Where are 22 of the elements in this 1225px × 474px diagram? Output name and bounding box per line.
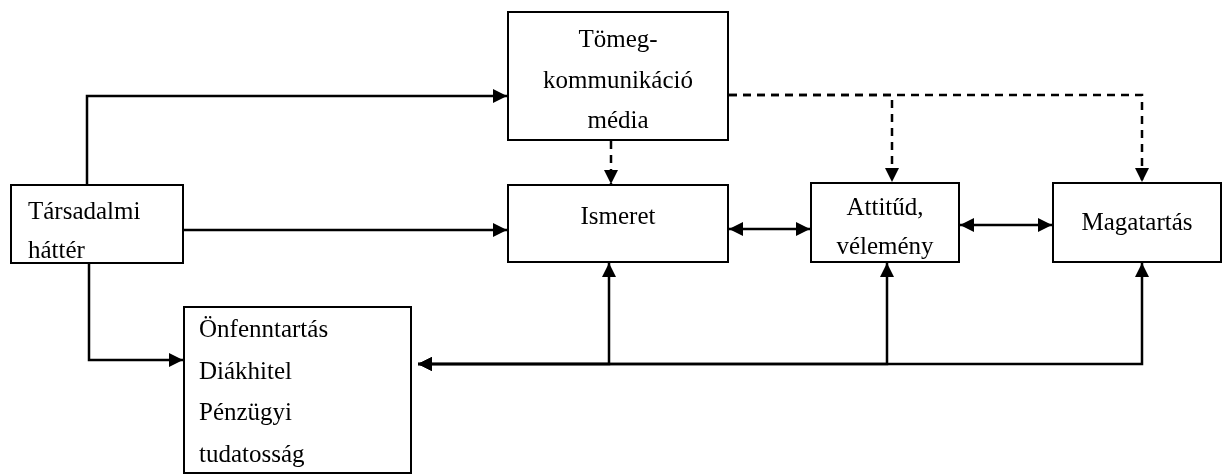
box-label: Társadalmi háttér	[28, 196, 142, 265]
process-box	[1052, 182, 1222, 263]
arrow	[960, 218, 1052, 232]
process-box	[507, 184, 729, 263]
arrow	[729, 222, 810, 236]
box-label: Diákhitel	[199, 355, 294, 386]
arrow	[418, 263, 1149, 371]
process-box	[507, 11, 729, 141]
arrow	[729, 93, 1149, 182]
arrow	[604, 141, 618, 184]
arrow	[85, 89, 507, 184]
box-label: Pénzügyi tudatosság	[199, 397, 306, 469]
box-label: Önfenntartás	[199, 314, 330, 344]
arrow	[87, 264, 183, 367]
box-label: Ismeret	[579, 201, 657, 231]
box-label: Tömeg- kommunikáció média	[542, 24, 694, 135]
process-box	[183, 306, 412, 474]
box-label: Magatartás	[1080, 207, 1194, 237]
box-label: Attitűd, vélemény	[835, 192, 935, 261]
process-box	[10, 184, 184, 264]
arrow	[184, 223, 507, 237]
process-box	[810, 182, 960, 263]
